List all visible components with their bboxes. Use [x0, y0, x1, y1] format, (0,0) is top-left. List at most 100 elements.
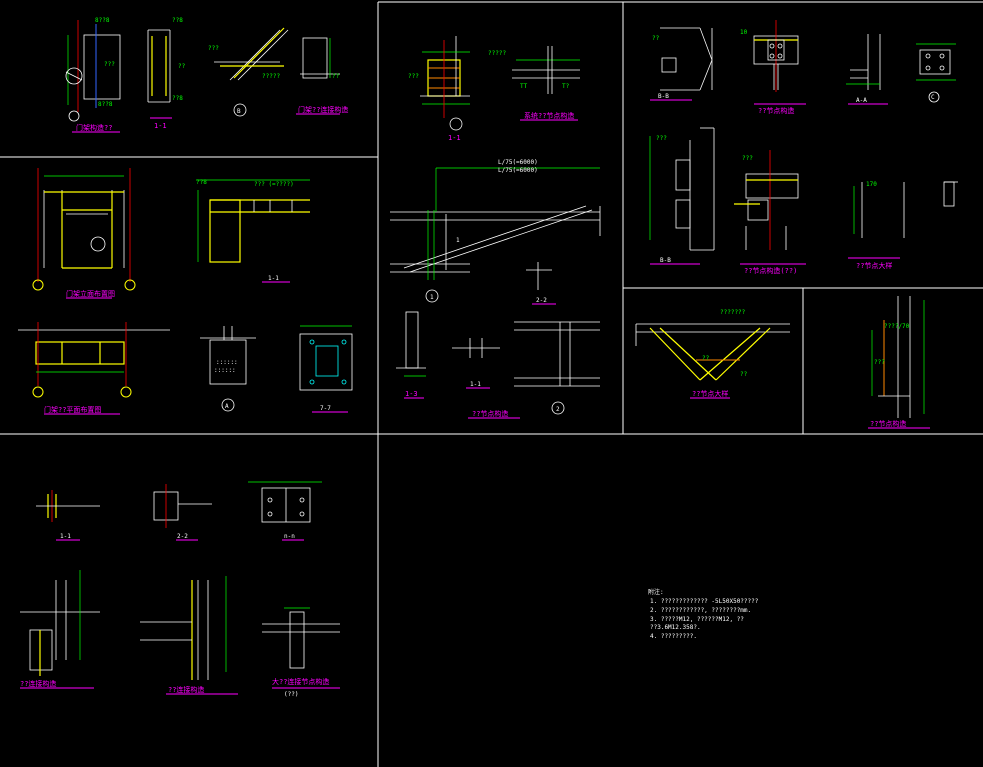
- p5-title-3: 2-2: [536, 297, 547, 304]
- detail-b: ??? ?????: [208, 27, 289, 117]
- section-1-3: [396, 311, 426, 399]
- p5-title-5: 1-1: [470, 381, 481, 388]
- svg-text:10: 10: [740, 29, 748, 36]
- panel-8: 1-1 2-2 n-n ??连接构造 ??连接构造 大??连接节点构造 (??): [20, 481, 340, 698]
- svg-text:???: ???: [208, 45, 219, 52]
- connection-detail: ??: [296, 37, 340, 115]
- p4-title-3: A: [225, 403, 229, 410]
- svg-text:??8: ??8: [196, 179, 207, 186]
- p1-title-2: B: [237, 108, 241, 115]
- column-base-detail: 8??8 ??? 8??8: [65, 17, 121, 122]
- detail-2: [514, 321, 600, 415]
- p1-title-3: 门架??连接构造: [298, 105, 348, 114]
- svg-text:???: ???: [104, 61, 115, 68]
- panel-6: ?? ?? ??????? ??节点大样: [635, 309, 790, 399]
- section-2-2: [526, 262, 556, 305]
- panel-9-notes: 附注: 1. ????????????? -5L50X50????? 2. ??…: [648, 588, 759, 640]
- panel-4: ??8 ??? (=????) :::::: ::::::: [18, 168, 353, 415]
- foundation-detail-a: :::::: ::::::: [200, 326, 256, 412]
- p8-title-2: n-n: [284, 533, 295, 540]
- svg-text:170: 170: [866, 181, 877, 188]
- svg-text:::::::: ::::::: [214, 367, 236, 374]
- p5-title-4: 1-3: [405, 390, 418, 398]
- svg-text:???: ???: [742, 155, 753, 162]
- p5-title-0: L/75(=6000): [498, 159, 538, 166]
- p2-title-0: 1-1: [448, 134, 461, 142]
- p5-title-1: L/75(=6000): [498, 167, 538, 174]
- svg-text:???: ???: [408, 73, 419, 80]
- p6-title-0: ??节点大样: [692, 389, 728, 398]
- p3-title-5: ??节点构造(??): [744, 266, 797, 275]
- section-1-1: ??8 ?? ??8: [147, 17, 186, 119]
- p4-title-2: 门架??平面布置图: [44, 405, 101, 414]
- svg-text:?????: ?????: [488, 50, 506, 57]
- section-1-1-p4: ??8 ??? (=????): [196, 179, 310, 283]
- p3-title-0: B-B: [658, 93, 669, 100]
- svg-text:??: ??: [740, 371, 748, 378]
- view-b-b-top: ??: [650, 27, 713, 101]
- p4-title-4: 7-7: [320, 405, 331, 412]
- panel-3: ?? 10: [649, 20, 958, 275]
- node-detail-bottom: ???: [734, 150, 806, 265]
- p1-title-1: 1-1: [154, 122, 167, 130]
- joint-detail-right: [262, 607, 340, 689]
- node-detail-large: 170: [848, 181, 905, 259]
- svg-text:??8: ??8: [172, 95, 183, 102]
- section-1-1-p5: [452, 338, 500, 389]
- p3-title-1: ??节点构造: [758, 106, 794, 115]
- svg-text:???: ???: [874, 359, 885, 366]
- view-a-a: [846, 34, 888, 105]
- panel-1: 8??8 ??? 8??8 ??8 ?? ??8 ??? ?????: [65, 17, 348, 133]
- note-3: 3. ?????M12, ??????M12, ??: [650, 616, 744, 623]
- p5-title-6: 2: [556, 406, 560, 413]
- p4-title-1: 1-1: [268, 275, 279, 282]
- svg-text:???: ???: [656, 135, 667, 142]
- frame-plan: [18, 322, 170, 415]
- joint-detail-left: [20, 570, 100, 689]
- svg-text:TT: TT: [520, 83, 528, 90]
- panel-7: ????/70 ??? ??节点构造: [868, 296, 930, 429]
- svg-text:???????: ???????: [720, 309, 746, 316]
- joint-detail-mid: [140, 576, 238, 695]
- svg-text:??: ??: [702, 355, 710, 362]
- panel-5: 1 L/75(=6000) L/75(=6: [390, 159, 601, 419]
- detail-d: [943, 181, 958, 207]
- svg-text:????/70: ????/70: [884, 323, 910, 330]
- svg-text:T?: T?: [562, 83, 570, 90]
- p8-title-5: 大??连接节点构造: [272, 677, 329, 686]
- p8-title-3: ??连接构造: [20, 679, 56, 688]
- svg-text:??: ??: [178, 63, 186, 70]
- p7-title-0: ??节点构造: [870, 419, 906, 428]
- svg-text:?????: ?????: [262, 73, 280, 80]
- detail-c: [916, 43, 956, 103]
- truss-elevation: 1: [390, 167, 601, 303]
- p4-title-0: 门架立面布置图: [66, 289, 115, 298]
- section-n-n: [248, 481, 322, 541]
- notes-title: 附注:: [648, 588, 664, 596]
- svg-text:??: ??: [332, 73, 340, 80]
- p8-title-4: ??连接构造: [168, 685, 204, 694]
- p3-title-6: ??节点大样: [856, 261, 892, 270]
- note-1: 1. ????????????? -5L50X50?????: [650, 598, 759, 605]
- frame-elevation: [32, 168, 136, 299]
- p5-title-7: ??节点构造: [472, 409, 508, 418]
- svg-text:8??8: 8??8: [98, 101, 113, 108]
- svg-text:1: 1: [456, 237, 460, 244]
- panel-2: ????? ??? TT T? 1-1 系统??节点构造: [408, 36, 580, 142]
- p3-title-3: C: [931, 94, 935, 101]
- p1-title-0: 门架构造??: [76, 123, 112, 132]
- p3-title-4: B-B: [660, 257, 671, 264]
- svg-text:??? (=????): ??? (=????): [254, 181, 294, 188]
- note-5: 4. ?????????.: [650, 633, 697, 640]
- svg-text:??: ??: [652, 35, 660, 42]
- note-4: ??3.6M12.358?.: [650, 624, 701, 631]
- section-1-1-p8: [36, 490, 100, 541]
- view-b-b-bottom: ???: [649, 127, 715, 265]
- p5-title-2: 1: [430, 294, 434, 301]
- node-detail-top: 10: [740, 20, 806, 105]
- p8-title-6: (??): [284, 691, 298, 698]
- svg-text:??8: ??8: [172, 17, 183, 24]
- note-2: 2. ????????????, ????????mm.: [650, 607, 751, 614]
